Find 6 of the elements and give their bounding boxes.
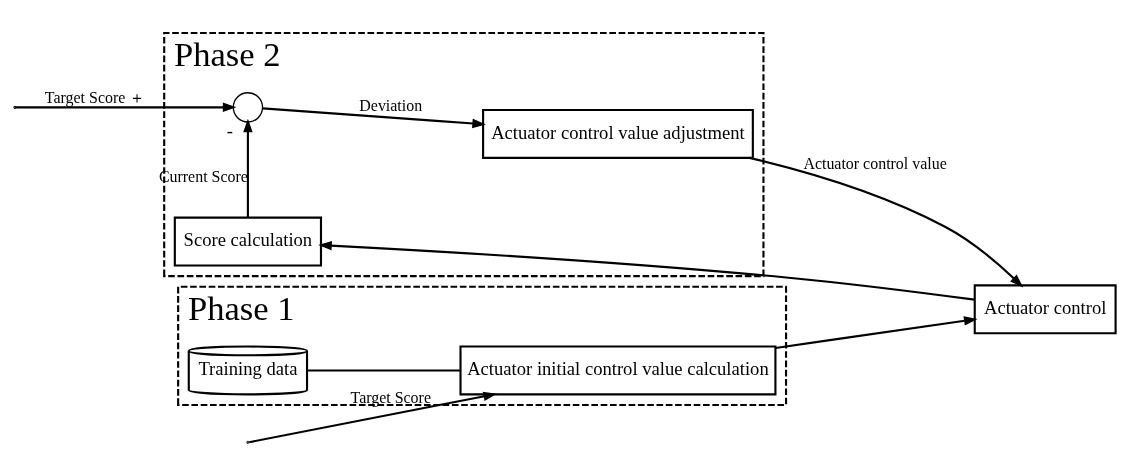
edge-label: Actuator control value — [803, 154, 947, 172]
edge-label: Deviation — [359, 96, 423, 114]
node-label: - — [226, 119, 234, 141]
edge-label: Target Score ＋ — [44, 88, 146, 106]
edge-label: Current Score — [158, 167, 248, 185]
edge-label: Target Score — [350, 388, 431, 406]
